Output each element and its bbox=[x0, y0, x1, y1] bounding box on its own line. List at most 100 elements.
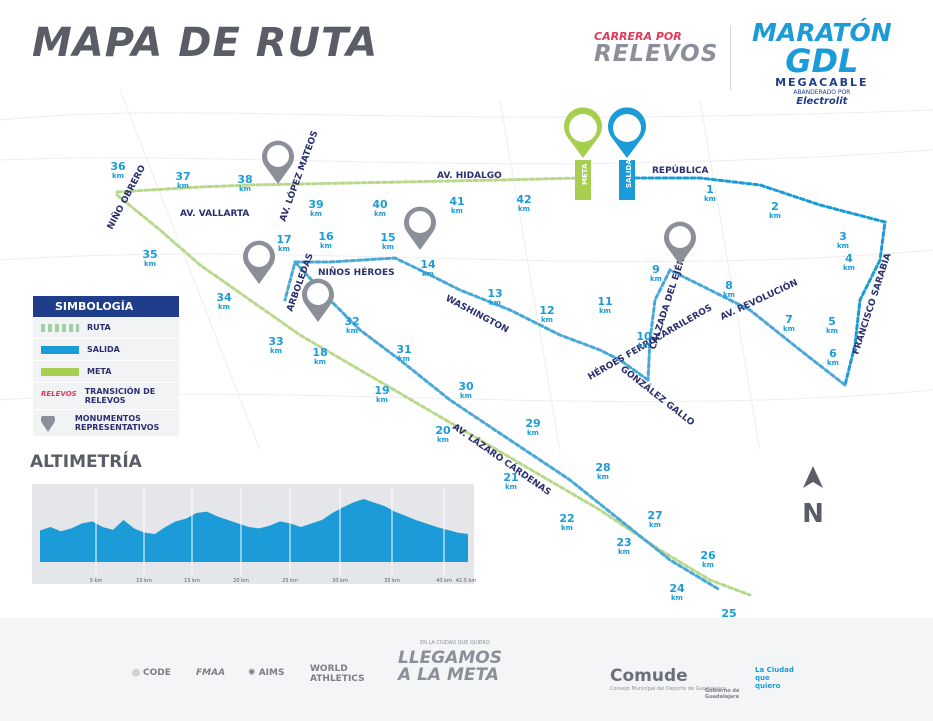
altimetry-tick-label: 42.5 km bbox=[456, 578, 477, 584]
north-label: N bbox=[802, 499, 824, 526]
km-marker: 1 bbox=[706, 183, 714, 196]
legend-item-salida: SALIDA bbox=[33, 339, 179, 361]
monument-pin bbox=[404, 206, 436, 250]
km-unit: km bbox=[239, 185, 251, 193]
km-marker: 34 bbox=[216, 291, 232, 304]
km-marker: 25 bbox=[721, 607, 736, 620]
km-marker: 11 bbox=[597, 295, 612, 308]
km-marker: 28 bbox=[595, 461, 610, 474]
altimetry-tick-label: 5 km bbox=[90, 578, 103, 584]
km-marker: 10 bbox=[636, 330, 652, 343]
street-label: GONZÁLEZ GALLO bbox=[618, 363, 697, 429]
km-unit: km bbox=[270, 347, 282, 355]
km-unit: km bbox=[451, 207, 463, 215]
svg-text:SALIDA: SALIDA bbox=[625, 159, 633, 188]
salida-swatch bbox=[41, 345, 79, 354]
km-unit: km bbox=[827, 359, 839, 367]
km-unit: km bbox=[671, 594, 683, 602]
km-unit: km bbox=[376, 396, 388, 404]
km-unit: km bbox=[843, 264, 855, 272]
comude-subtitle: Consejo Municipal del Deporte de Guadala… bbox=[610, 686, 727, 692]
street-label: FRANCISCO SARABIA bbox=[851, 252, 893, 356]
km-unit: km bbox=[618, 548, 630, 556]
meta-swatch bbox=[41, 367, 79, 376]
km-unit: km bbox=[505, 483, 517, 491]
quiero-logo: La Ciudad que quiero bbox=[755, 666, 794, 690]
monument-pin bbox=[302, 278, 334, 322]
altimetry-tick-label: 15 km bbox=[184, 578, 200, 584]
legend: SIMBOLOGÍA RUTA SALIDA META RELEVOS TRAN… bbox=[33, 296, 179, 437]
km-marker: 21 bbox=[503, 471, 518, 484]
km-marker: 30 bbox=[458, 380, 474, 393]
page-title: MAPA DE RUTA bbox=[32, 20, 379, 66]
km-marker: 31 bbox=[396, 343, 411, 356]
km-marker: 41 bbox=[449, 195, 464, 208]
km-marker: 15 bbox=[380, 231, 395, 244]
km-marker: 37 bbox=[175, 170, 190, 183]
km-unit: km bbox=[518, 205, 530, 213]
salida-marker: SALIDA bbox=[608, 107, 646, 200]
km-unit: km bbox=[769, 212, 781, 220]
km-marker: 36 bbox=[110, 160, 126, 173]
km-unit: km bbox=[422, 270, 434, 278]
km-marker: 39 bbox=[308, 198, 323, 211]
km-marker: 23 bbox=[616, 536, 631, 549]
km-unit: km bbox=[837, 242, 849, 250]
km-marker: 42 bbox=[516, 193, 531, 206]
km-markers: 1km2km3km4km5km6km7km8km9km10km11km12km1… bbox=[110, 160, 855, 627]
altimetry-tick-label: 35 km bbox=[384, 578, 400, 584]
km-unit: km bbox=[649, 521, 661, 529]
fmaa-logo: FMAA bbox=[196, 668, 226, 678]
legend-item-transition: RELEVOS TRANSICIÓN DE RELEVOS bbox=[33, 383, 179, 410]
monument-pin-icon bbox=[41, 412, 67, 432]
svg-text:META: META bbox=[581, 163, 589, 185]
km-unit: km bbox=[278, 245, 290, 253]
km-unit: km bbox=[702, 561, 714, 569]
km-unit: km bbox=[489, 299, 501, 307]
aims-logo: ✺ AIMS bbox=[248, 668, 285, 678]
km-unit: km bbox=[638, 342, 650, 350]
km-unit: km bbox=[374, 210, 386, 218]
street-label: AV. HIDALGO bbox=[437, 171, 502, 181]
altimetry-tick-label: 20 km bbox=[233, 578, 249, 584]
km-marker: 19 bbox=[374, 384, 389, 397]
altimetry-tick-label: 30 km bbox=[332, 578, 348, 584]
km-marker: 13 bbox=[487, 287, 502, 300]
km-unit: km bbox=[346, 327, 358, 335]
monument-pin bbox=[243, 240, 275, 284]
km-marker: 20 bbox=[435, 424, 451, 437]
km-unit: km bbox=[310, 210, 322, 218]
km-unit: km bbox=[144, 260, 156, 268]
legend-item-meta: META bbox=[33, 361, 179, 383]
altimetry-tick-label: 25 km bbox=[282, 578, 298, 584]
monument-pins bbox=[243, 140, 696, 322]
km-unit: km bbox=[599, 307, 611, 315]
km-unit: km bbox=[723, 291, 735, 299]
meta-marker: META bbox=[564, 107, 603, 200]
world-athletics-logo: WORLD ATHLETICS bbox=[310, 664, 365, 684]
route-path bbox=[115, 176, 887, 597]
altimetry-tick-label: 10 km bbox=[136, 578, 152, 584]
km-marker: 29 bbox=[525, 417, 540, 430]
km-unit: km bbox=[826, 327, 838, 335]
relevos-swatch-icon: RELEVOS bbox=[41, 390, 77, 398]
km-marker: 40 bbox=[372, 198, 388, 211]
km-unit: km bbox=[314, 358, 326, 366]
code-logo: ◎ CODE bbox=[132, 668, 171, 678]
km-marker: 17 bbox=[276, 233, 291, 246]
km-unit: km bbox=[650, 275, 662, 283]
slogan: LLEGAMOS A LA META bbox=[398, 648, 503, 685]
km-marker: 16 bbox=[318, 230, 334, 243]
km-marker: 12 bbox=[539, 304, 554, 317]
km-unit: km bbox=[541, 316, 553, 324]
altimetry-title: ALTIMETRÍA bbox=[30, 452, 142, 472]
slogan-small: EN LA CIUDAD QUE QUIERO bbox=[420, 640, 490, 646]
street-label: AV. VALLARTA bbox=[180, 209, 249, 219]
km-marker: 27 bbox=[647, 509, 662, 522]
maraton-logo: MARATÓN GDL MEGACABLE ABANDERADO POR Ele… bbox=[752, 18, 892, 108]
legend-item-monuments: MONUMENTOS REPRESENTATIVOS bbox=[33, 410, 179, 437]
km-marker: 32 bbox=[344, 315, 359, 328]
header-divider bbox=[730, 26, 731, 90]
